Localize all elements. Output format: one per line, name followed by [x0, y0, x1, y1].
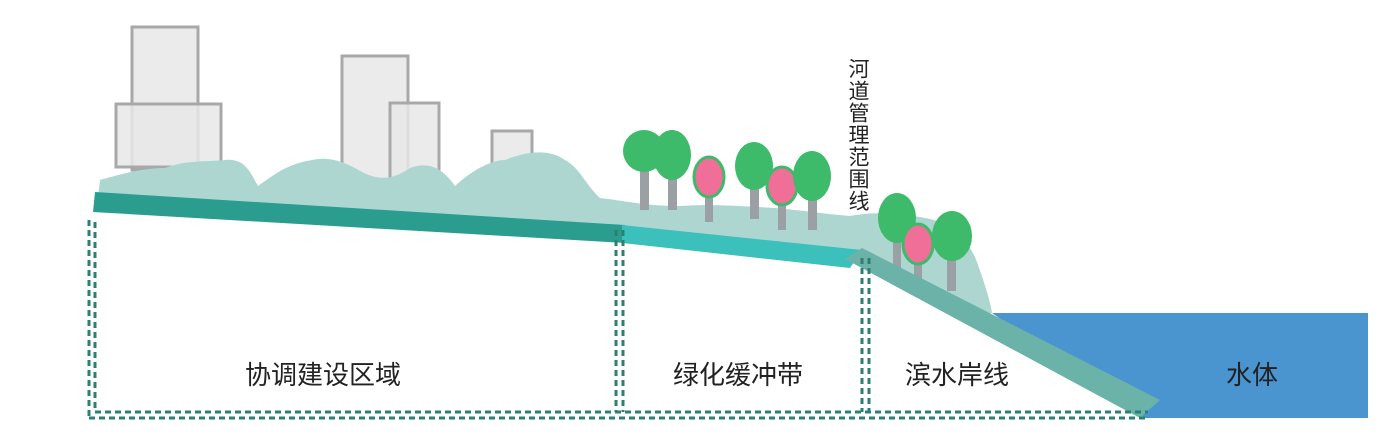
tree-crown: [765, 165, 799, 207]
building: [114, 102, 223, 169]
tree-crown: [653, 130, 691, 180]
tree-trunk: [705, 192, 713, 222]
ground-band-coordination: [93, 192, 625, 243]
tree-trunk: [947, 253, 956, 291]
tree-crown: [692, 155, 726, 199]
water-body: [992, 313, 1368, 418]
tree-trunk: [808, 194, 817, 230]
tree-trunk: [778, 200, 786, 230]
label-shoreline: 滨水岸线: [905, 361, 1009, 391]
label-coordination-zone: 协调建设区域: [245, 361, 401, 391]
vegetation-mound: [98, 152, 992, 313]
trees-buffer: [623, 130, 831, 230]
tree-trunk: [893, 236, 901, 270]
label-water-body: 水体: [1226, 361, 1278, 391]
tree-crown: [932, 211, 972, 261]
trees-bank: [878, 193, 972, 291]
tree-crown: [735, 142, 773, 190]
zone-boundaries: [87, 220, 1148, 420]
tree-trunk: [668, 172, 677, 210]
tree-trunk: [914, 258, 922, 282]
tree-crown: [793, 151, 831, 201]
ground-band-buffer: [622, 225, 862, 268]
label-river-management-line: 河道管理范围线: [846, 58, 870, 212]
tree-trunk: [750, 185, 759, 219]
label-green-buffer: 绿化缓冲带: [673, 361, 803, 391]
tree-crown: [901, 222, 935, 266]
tree-trunk: [640, 168, 649, 210]
bank-slope: [845, 248, 1160, 418]
